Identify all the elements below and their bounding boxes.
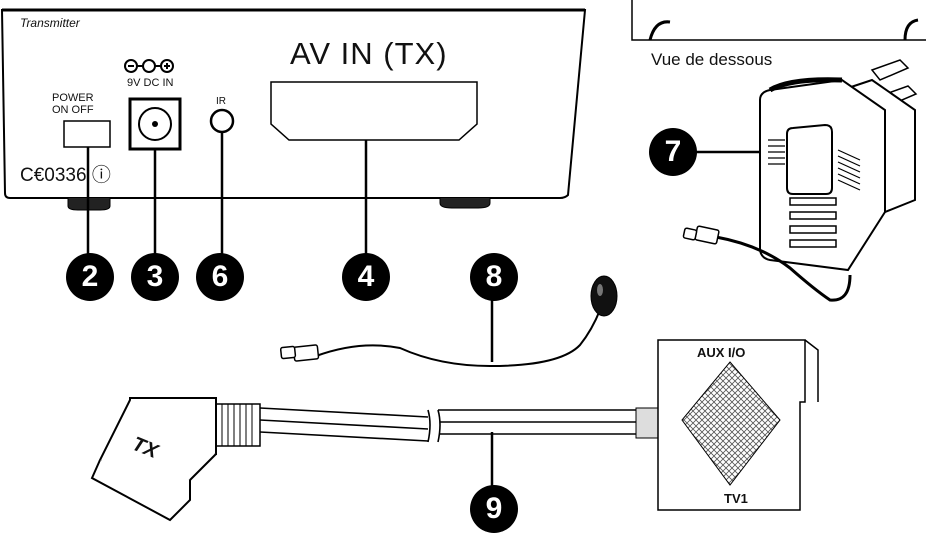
ir-jack[interactable]	[209, 108, 235, 134]
transmitter-brand: Transmitter	[20, 16, 80, 30]
adapter-caption: Vue de dessous	[651, 50, 773, 69]
ventilation-grid	[681, 361, 781, 486]
scart-plug-tx	[90, 397, 261, 522]
power-label: POWER ON OFF	[52, 92, 94, 116]
ir-receiver-cable	[279, 275, 618, 368]
aux-io-label: AUX I/O	[697, 345, 746, 360]
power-adapter	[682, 59, 918, 302]
dc-jack[interactable]	[128, 97, 182, 151]
power-switch[interactable]	[63, 120, 111, 148]
callout-3: 3	[131, 253, 179, 301]
dc-in-label: 9V DC IN	[127, 77, 174, 89]
callout-6: 6	[196, 253, 244, 301]
callout-7: 7	[649, 128, 697, 176]
ir-label: IR	[216, 96, 226, 107]
callout-8: 8	[470, 253, 518, 301]
frame-corner	[631, 0, 926, 41]
callout-4: 4	[342, 253, 390, 301]
power-label-line2: ON OFF	[52, 104, 94, 116]
tv1-label: TV1	[724, 491, 748, 506]
av-scart-socket[interactable]	[270, 81, 478, 141]
scart-adapter-box	[657, 339, 819, 511]
av-in-label: AV IN (TX)	[290, 36, 448, 71]
callout-2: 2	[66, 253, 114, 301]
dc-polarity-icon	[124, 59, 174, 73]
callout-9: 9	[470, 485, 518, 533]
ce-mark: C€0336 ⓘ	[20, 165, 111, 186]
scart-cable	[259, 407, 659, 443]
power-label-line1: POWER	[52, 92, 94, 104]
